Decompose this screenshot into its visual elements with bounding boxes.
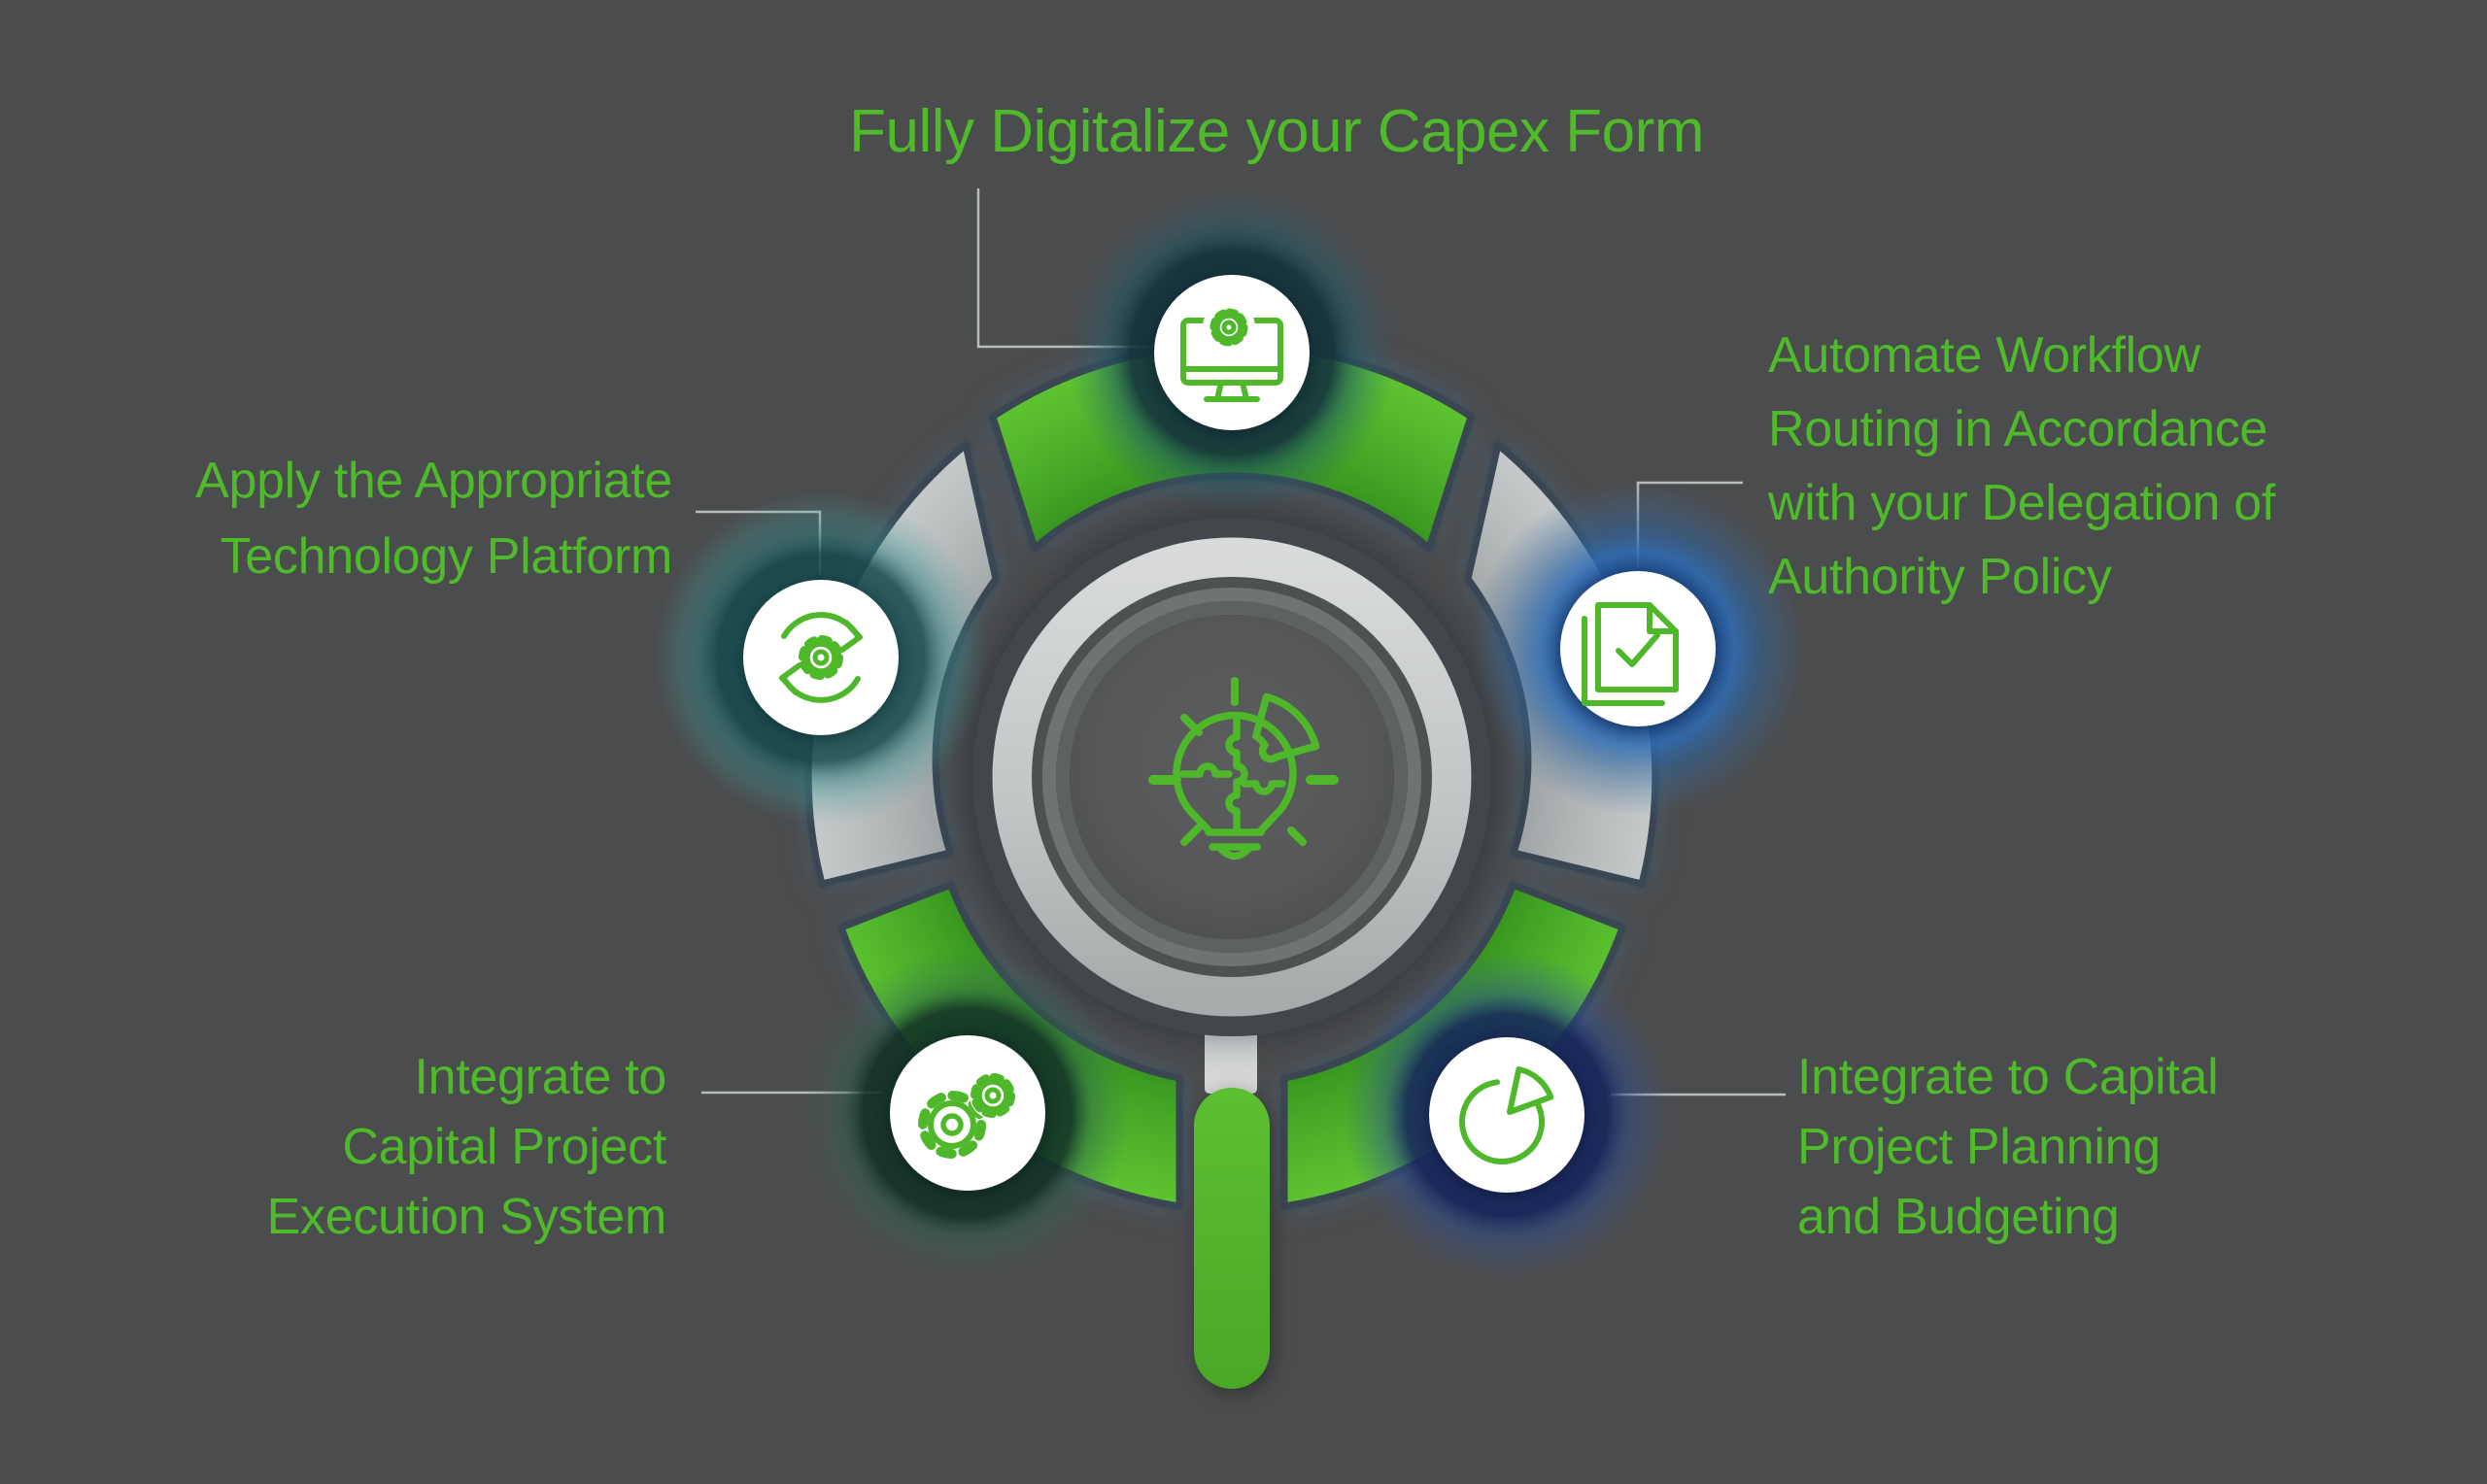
magnifier-handle — [1194, 1088, 1270, 1389]
step-top-label: Fully Digitalize your Capex Form — [849, 97, 1704, 166]
gear-teeth — [971, 1073, 1015, 1118]
lens-outer-ring — [972, 518, 1491, 1036]
step-bottom-right-icon-circle — [1429, 1037, 1584, 1193]
label-line: Authority Policy — [1768, 549, 2112, 605]
step-bottom-left-label: Integrate to Capital Project Execution S… — [266, 1042, 667, 1252]
lens-bevel-mid — [1056, 601, 1408, 953]
checkmark — [1616, 632, 1660, 667]
pie-chart-icon — [1459, 1066, 1554, 1164]
lightbulb-puzzle-icon — [1148, 677, 1339, 860]
step-left-icon-circle — [743, 580, 899, 735]
lens-glass — [1070, 615, 1394, 939]
step-bottom-left-icon-circle — [890, 1035, 1045, 1191]
label-line: Integrate to Capital — [1797, 1049, 2219, 1105]
lens-silver-ring — [992, 537, 1472, 1017]
monitor-gear-icon — [1180, 301, 1283, 402]
step-top-icon-circle — [1154, 275, 1310, 430]
label-line: Routing in Accordance — [1768, 401, 2268, 457]
back-sheet — [1582, 616, 1665, 706]
label-line: Capital Project — [342, 1119, 666, 1175]
step-left-label: Apply the Appropriate Technology Platfor… — [195, 443, 672, 594]
lens-bevel-dark — [1032, 577, 1432, 977]
gears-icon — [918, 1072, 1016, 1159]
label-line: Fully Digitalize your Capex Form — [849, 98, 1704, 165]
step-right-icon-circle — [1560, 571, 1716, 726]
label-line: Execution System — [266, 1189, 667, 1245]
label-line: with your Delegation of — [1768, 475, 2276, 531]
gear-teeth — [918, 1091, 986, 1159]
light-rays — [1148, 677, 1339, 846]
gear-teeth — [1209, 308, 1248, 347]
step-right-label: Automate Workflow Routing in Accordance … — [1768, 319, 2275, 614]
label-line: and Budgeting — [1797, 1189, 2120, 1245]
label-line: Technology Platform — [220, 528, 673, 585]
document-check-icon — [1582, 602, 1679, 706]
sync-gear-icon — [779, 612, 863, 703]
magnifier-lens — [972, 518, 1491, 1036]
label-line: Apply the Appropriate — [195, 453, 672, 509]
lens-bevel-light — [1042, 588, 1421, 966]
label-line: Automate Workflow — [1768, 327, 2200, 384]
gear-teeth — [799, 635, 843, 680]
label-line: Integrate to — [414, 1049, 667, 1105]
label-line: Project Planning — [1797, 1119, 2161, 1175]
step-bottom-right-label: Integrate to Capital Project Planning an… — [1797, 1042, 2219, 1252]
